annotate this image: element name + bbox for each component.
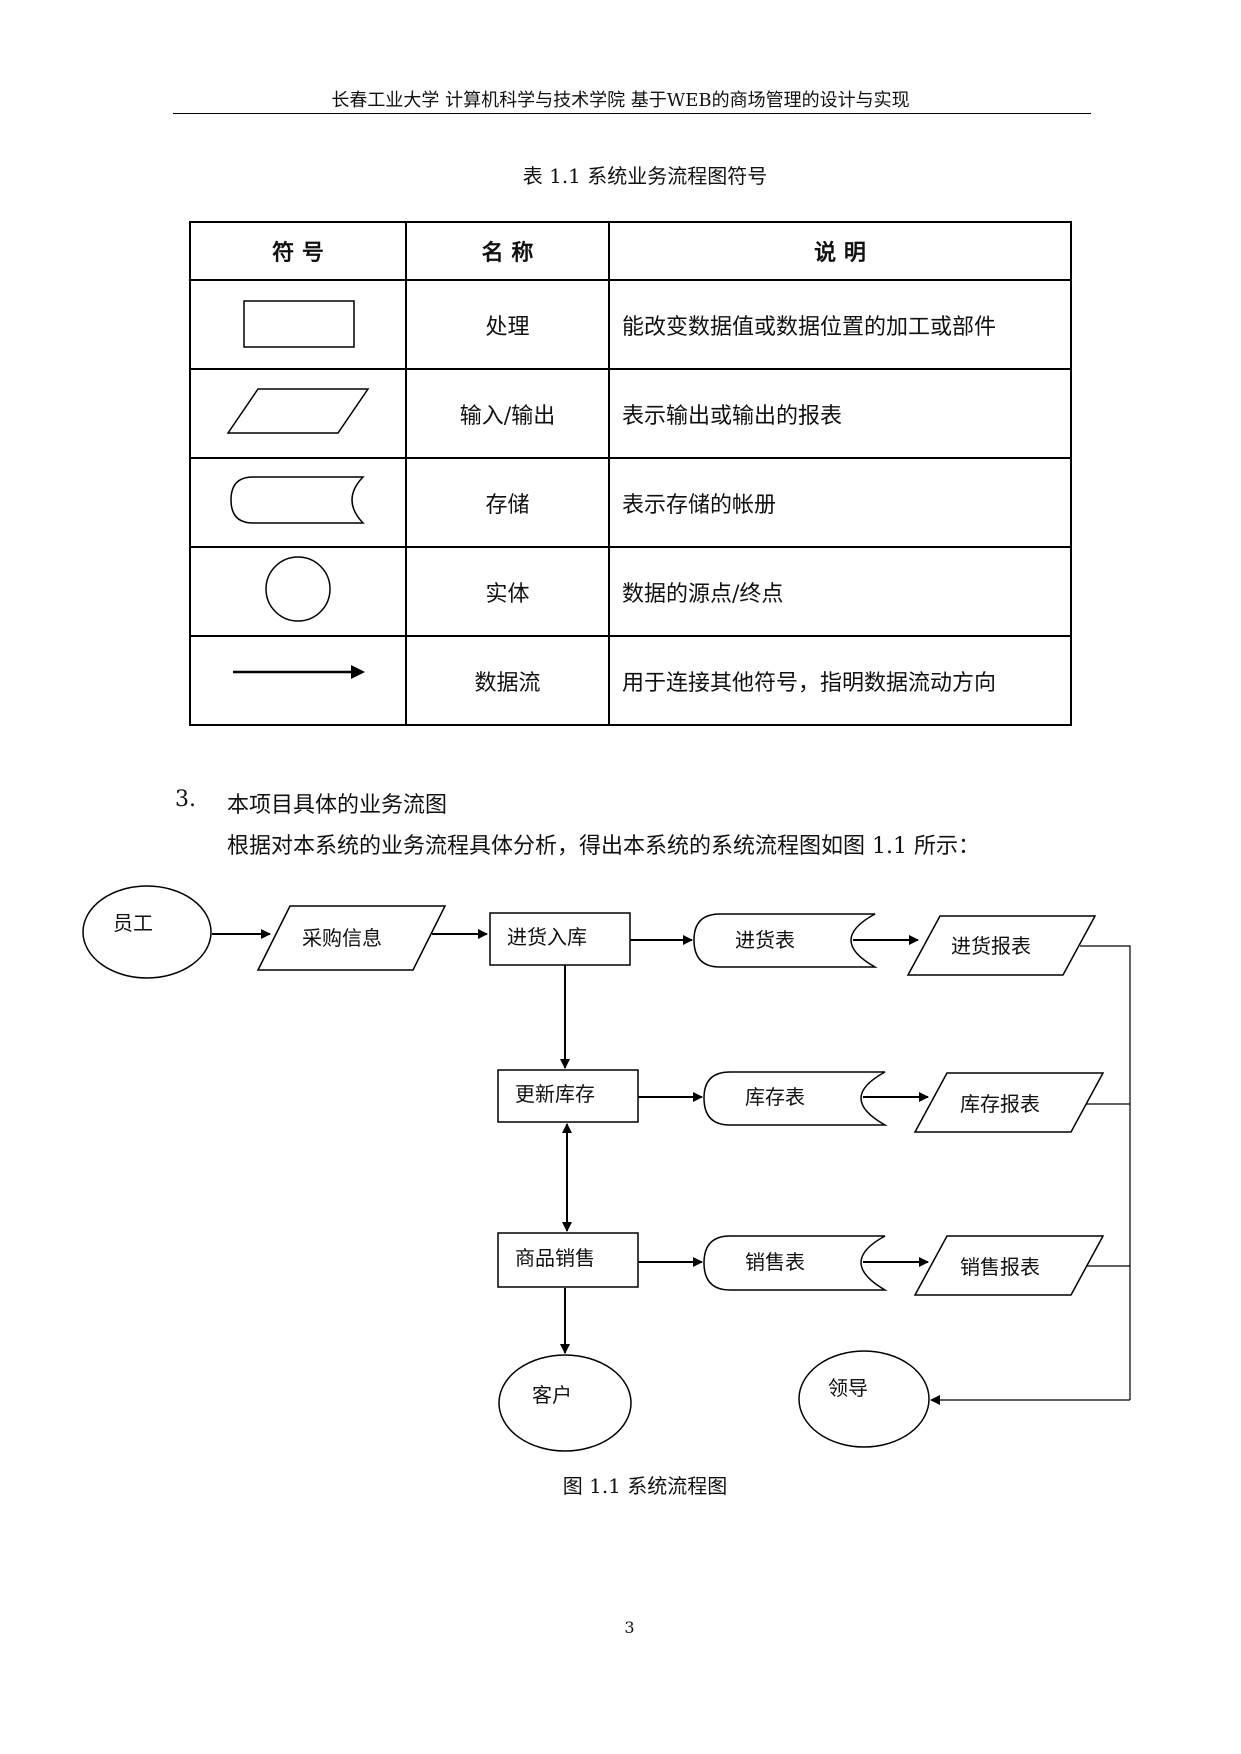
symbol-cell (189, 368, 407, 459)
storage-icon (230, 475, 365, 524)
stock-in-label: 进货入库 (507, 925, 587, 949)
leader-entity (798, 1350, 930, 1448)
table-header-row: 符 号 名 称 说 明 (189, 221, 1072, 281)
page-header: 长春工业大学 计算机科学与技术学院 基于WEB的商场管理的设计与实现 (331, 90, 910, 111)
page-number: 3 (624, 1618, 635, 1637)
figure-caption: 图 1.1 系统流程图 (562, 1474, 728, 1498)
name-cell: 数据流 (405, 635, 610, 726)
description-cell: 数据的源点/终点 (608, 546, 1072, 637)
update-inventory-label: 更新库存 (515, 1082, 595, 1106)
inventory-table-storage (703, 1071, 888, 1126)
purchase-info-label: 采购信息 (302, 926, 382, 950)
table-caption: 表 1.1 系统业务流程图符号 (522, 164, 768, 188)
update-inventory-process (497, 1069, 639, 1123)
leader-label: 领导 (828, 1376, 868, 1400)
sales-table-storage (703, 1235, 888, 1291)
description-cell: 表示输出或输出的报表 (608, 368, 1072, 459)
symbol-table: 符 号 名 称 说 明 处理 能改变数据值或数据位置的加工或部件 输入/输出 表… (189, 221, 1072, 726)
inventory-table-label: 库存表 (745, 1085, 805, 1109)
sales-report-label: 销售报表 (960, 1255, 1040, 1279)
section-paragraph: 根据对本系统的业务流程具体分析，得出本系统的系统流程图如图 1.1 所示： (227, 834, 980, 859)
description-cell: 用于连接其他符号，指明数据流动方向 (608, 635, 1072, 726)
purchase-table-storage (693, 913, 878, 968)
sales-process (497, 1232, 639, 1288)
symbol-cell (189, 279, 407, 370)
purchase-table-label: 进货表 (735, 928, 795, 952)
table-row: 存储 表示存储的帐册 (189, 457, 1072, 548)
rectangle-icon (243, 299, 355, 348)
symbol-cell (189, 635, 407, 726)
column-header-description: 说 明 (608, 221, 1072, 281)
connector-reports-bus (1080, 945, 1131, 1400)
symbol-cell (189, 457, 407, 548)
table-row: 处理 能改变数据值或数据位置的加工或部件 (189, 279, 1072, 370)
symbol-cell (189, 546, 407, 637)
purchase-info-io (256, 905, 447, 971)
purchase-report-label: 进货报表 (951, 934, 1031, 958)
header-rule (173, 113, 1091, 114)
employee-label: 员工 (113, 911, 153, 935)
name-cell: 输入/输出 (405, 368, 610, 459)
employee-entity (82, 885, 212, 979)
parallelogram-icon (226, 387, 370, 434)
sales-report-io (913, 1235, 1105, 1296)
stock-in-process (489, 912, 631, 966)
name-cell: 处理 (405, 279, 610, 370)
table-row: 输入/输出 表示输出或输出的报表 (189, 368, 1072, 459)
circle-icon (265, 555, 331, 622)
table-row: 数据流 用于连接其他符号，指明数据流动方向 (189, 635, 1072, 726)
name-cell: 存储 (405, 457, 610, 548)
name-cell: 实体 (405, 546, 610, 637)
inventory-report-label: 库存报表 (960, 1092, 1040, 1116)
sales-label: 商品销售 (515, 1246, 595, 1270)
column-header-name: 名 称 (405, 221, 610, 281)
section-number: 3. (175, 787, 196, 812)
column-header-symbol: 符 号 (189, 221, 407, 281)
purchase-report-io (906, 915, 1097, 976)
section-title: 本项目具体的业务流图 (227, 793, 448, 818)
sales-table-label: 销售表 (745, 1250, 805, 1274)
table-row: 实体 数据的源点/终点 (189, 546, 1072, 637)
arrow-icon (233, 664, 365, 679)
description-cell: 能改变数据值或数据位置的加工或部件 (608, 279, 1072, 370)
description-cell: 表示存储的帐册 (608, 457, 1072, 548)
customer-label: 客户 (532, 1383, 572, 1407)
inventory-report-io (913, 1072, 1105, 1133)
customer-entity (498, 1354, 632, 1452)
